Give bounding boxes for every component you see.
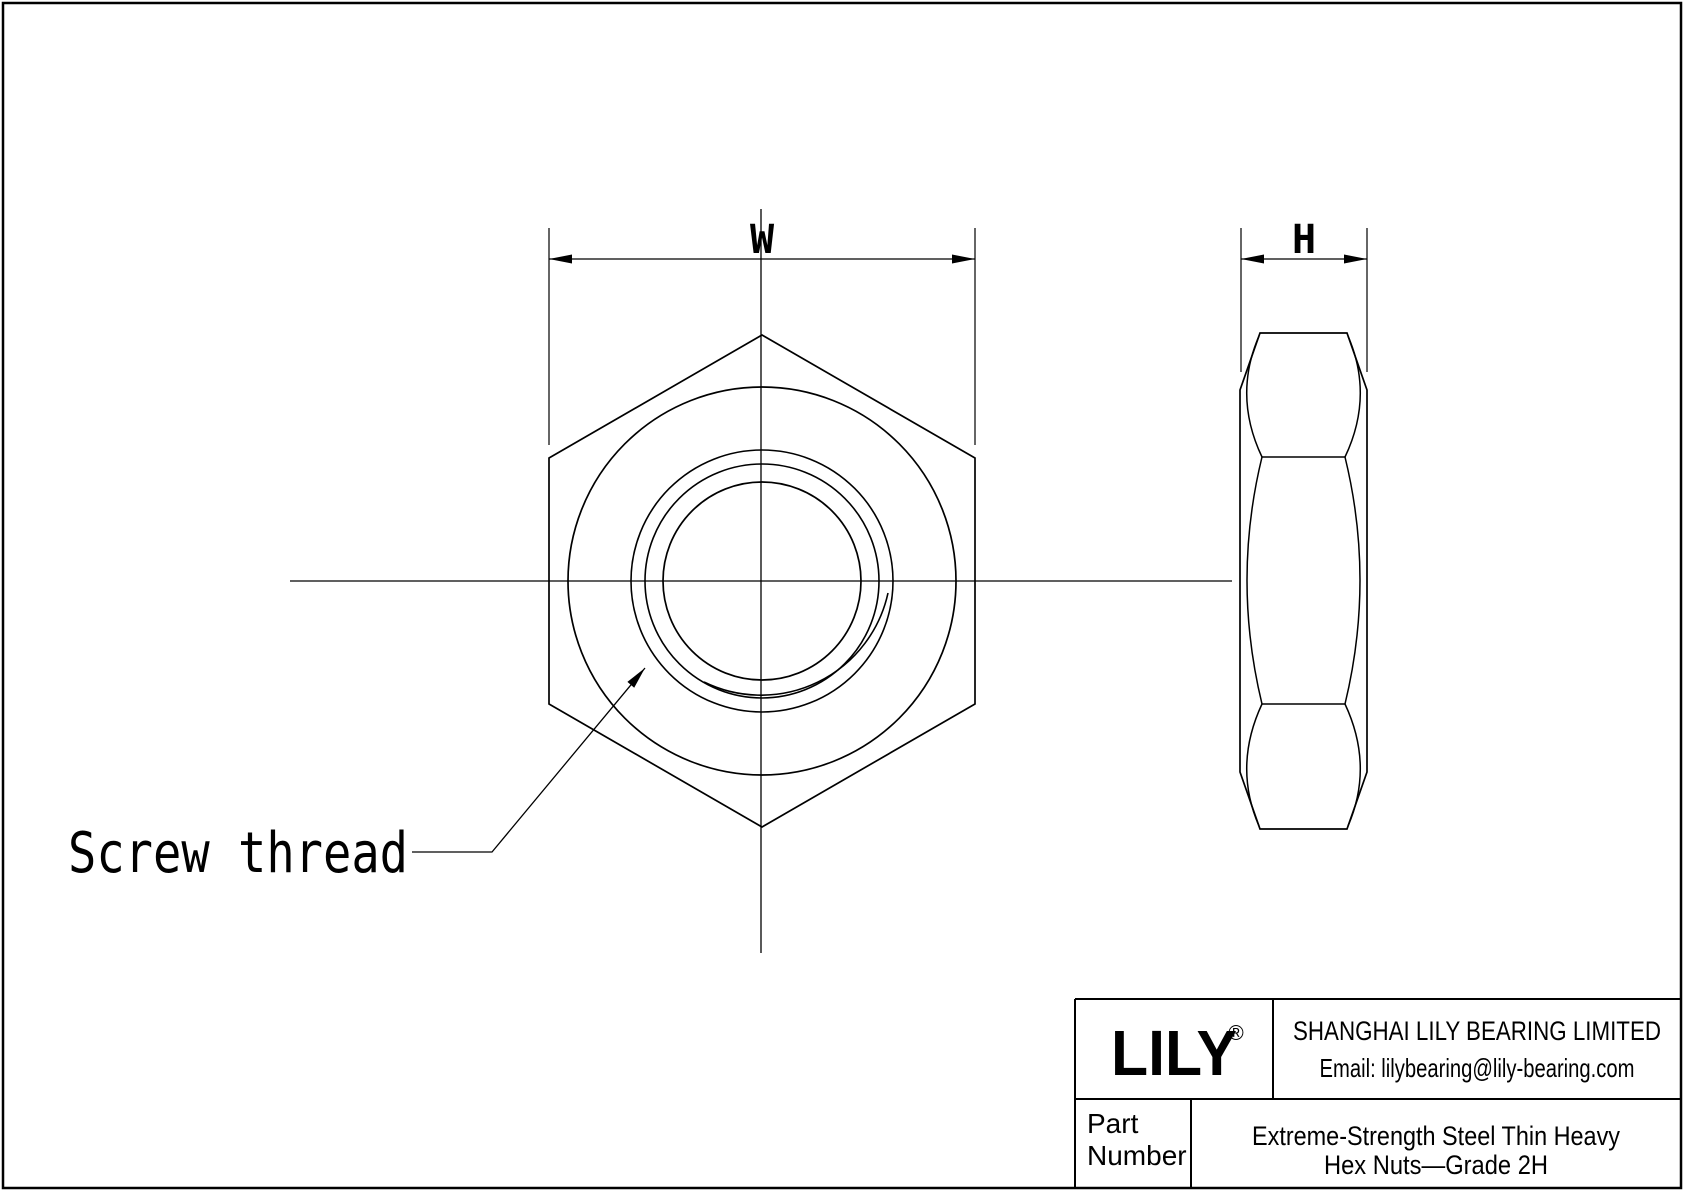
company-name: SHANGHAI LILY BEARING LIMITED: [1293, 1016, 1661, 1046]
front-view: [290, 209, 1232, 953]
part-description-line2: Hex Nuts—Grade 2H: [1324, 1150, 1548, 1180]
side-view-chamfer-arc-top-right: [1344, 335, 1361, 458]
side-view-outline: [1239, 332, 1368, 830]
screw-thread-label: Screw thread: [68, 821, 408, 886]
side-view-face-arc-left: [1246, 456, 1263, 705]
side-view-face-arc-right: [1344, 456, 1361, 705]
h-dimension-label: H: [1292, 217, 1316, 263]
side-view: [1239, 332, 1368, 830]
part-number-label-line2: Number: [1087, 1140, 1187, 1171]
w-dimension-label: W: [750, 217, 775, 263]
registered-trademark-icon: ®: [1228, 1022, 1244, 1045]
front-view-hexagon: [548, 334, 976, 828]
part-description-line1: Extreme-Strength Steel Thin Heavy: [1252, 1121, 1620, 1151]
part-number-label-line1: Part: [1087, 1108, 1139, 1139]
side-view-chamfer-arc-bottom-right: [1344, 703, 1361, 827]
h-dimension: [1240, 228, 1368, 372]
thread-helix-arc: [703, 592, 889, 696]
w-dimension: [548, 228, 976, 445]
side-view-chamfer-arc-top-left: [1246, 335, 1263, 458]
title-block: [1074, 998, 1681, 1188]
w-dim-arrow-right: [952, 254, 975, 264]
h-dim-arrow-right: [1344, 254, 1367, 264]
side-view-chamfer-arc-bottom-left: [1246, 703, 1263, 827]
company-email: Email: lilybearing@lily-bearing.com: [1320, 1053, 1635, 1083]
h-dim-arrow-left: [1241, 254, 1264, 264]
w-dim-arrow-left: [549, 254, 572, 264]
screw-thread-arrowhead: [627, 668, 645, 688]
screw-thread-leader: [412, 667, 646, 853]
lily-logo: LILY: [1111, 1017, 1237, 1089]
